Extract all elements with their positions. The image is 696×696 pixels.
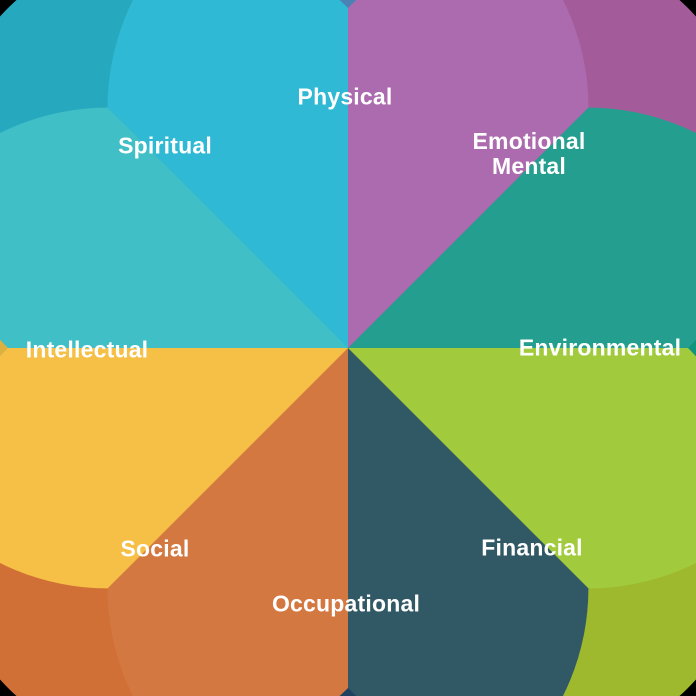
petal-spiritual[interactable]	[0, 0, 518, 518]
